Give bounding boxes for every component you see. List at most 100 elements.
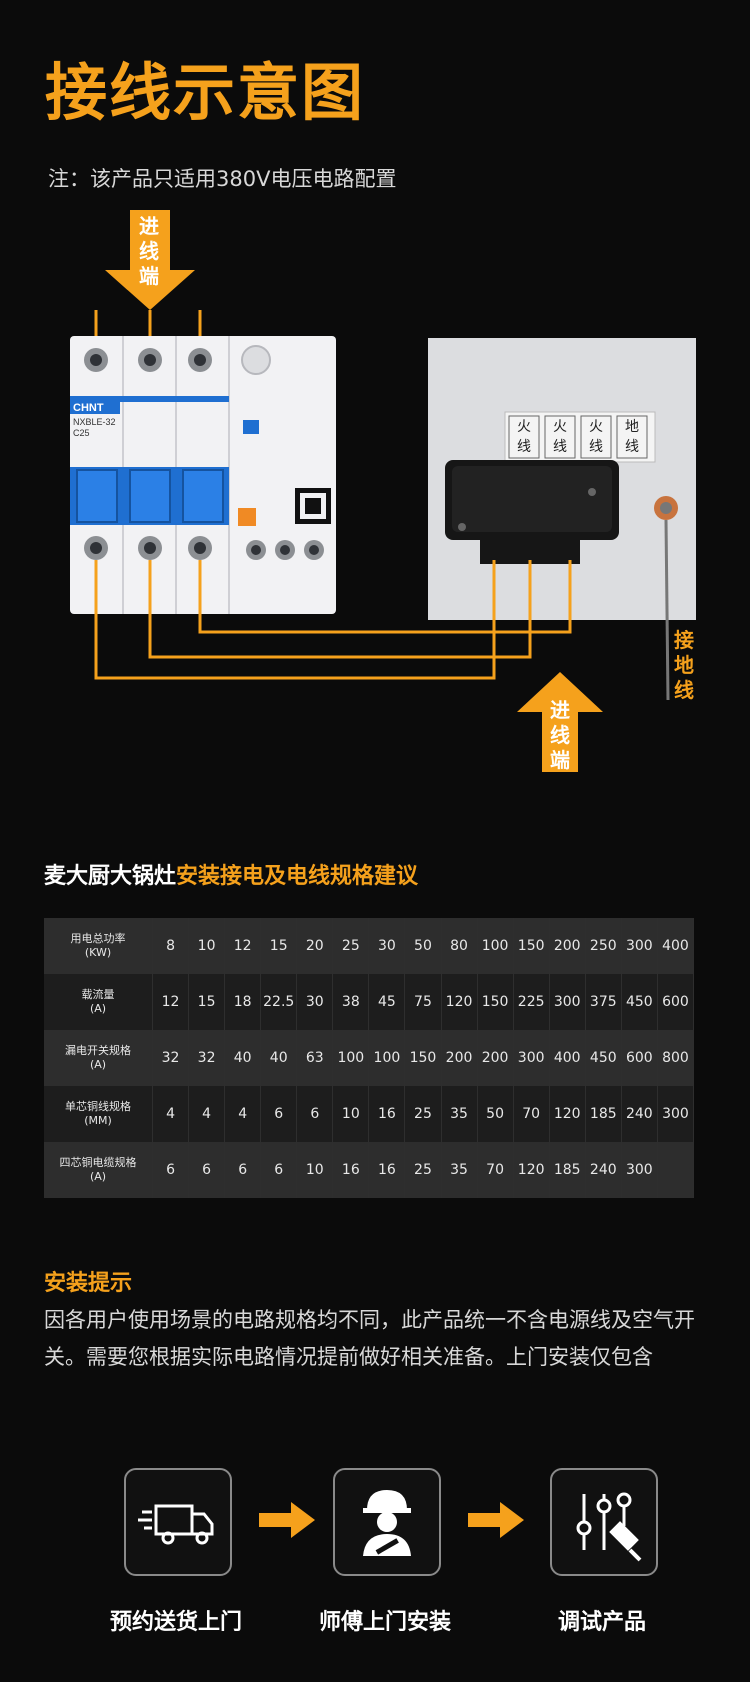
spec-cell: 4 (188, 1086, 226, 1142)
spec-cell: 400 (657, 918, 695, 974)
spec-row-label: 单芯铜线规格 (65, 1100, 131, 1113)
circuit-breaker: CHNT NXBLE-32 C25 (70, 336, 336, 614)
spec-cell: 12 (224, 918, 262, 974)
spec-cell: 120 (549, 1086, 586, 1142)
adjust-sliders-icon (576, 1492, 642, 1562)
ground-label: 接地线 (674, 628, 694, 702)
spec-row-unit: (A) (89, 1002, 107, 1015)
box-label-ground: 地线 (625, 419, 639, 455)
spec-cell: 250 (585, 918, 622, 974)
spec-cell: 300 (513, 1030, 550, 1086)
spec-cell: 15 (188, 974, 226, 1030)
spec-cell: 150 (477, 974, 514, 1030)
spec-cell: 32 (188, 1030, 226, 1086)
spec-cell: 50 (404, 918, 442, 974)
installer-worker-icon (363, 1490, 411, 1556)
spec-cell: 75 (404, 974, 442, 1030)
spec-cell: 8 (152, 918, 190, 974)
svg-text:CHNT: CHNT (73, 402, 104, 414)
spec-row-header: 用电总功率(KW) (44, 918, 153, 974)
spec-cell: 400 (549, 1030, 586, 1086)
spec-row-unit: (MM) (84, 1114, 112, 1127)
spec-cell: 70 (477, 1142, 514, 1198)
spec-cell: 6 (260, 1142, 298, 1198)
box-label-live-3: 火线 (589, 419, 603, 455)
spec-cell: 300 (549, 974, 586, 1030)
spec-cell: 100 (368, 1030, 406, 1086)
connection-wires (94, 560, 572, 680)
spec-cell: 6 (296, 1086, 334, 1142)
spec-cell: 120 (441, 974, 478, 1030)
spec-row-unit: (A) (89, 1170, 107, 1183)
spec-cell: 25 (332, 918, 370, 974)
spec-cell: 375 (585, 974, 622, 1030)
spec-cell: 35 (441, 1142, 478, 1198)
tips-text: 因各用户使用场景的电路规格均不同，此产品统一不含电源线及空气开关。需要您根据实际… (44, 1308, 695, 1369)
inlet-arrow-top (105, 210, 195, 310)
spec-title: 麦大厨大锅灶安装接电及电线规格建议 (44, 858, 418, 890)
step-install-label: 师傅上门安装 (318, 1610, 451, 1635)
step-install-box (333, 1468, 441, 1576)
spec-cell: 6 (152, 1142, 190, 1198)
spec-row-unit: (KW) (84, 946, 112, 959)
spec-row-header: 漏电开关规格(A) (44, 1030, 153, 1086)
spec-cell: 45 (368, 974, 406, 1030)
spec-row-label: 用电总功率 (70, 932, 126, 945)
spec-cell: 12 (152, 974, 190, 1030)
svg-text:C25: C25 (73, 428, 90, 438)
box-label-live-1: 火线 (517, 419, 531, 455)
inlet-arrow-bottom (517, 672, 603, 772)
step-adjust-box (550, 1468, 658, 1576)
spec-cell: 240 (621, 1086, 658, 1142)
step-delivery-box (124, 1468, 232, 1576)
spec-cell: 100 (477, 918, 514, 974)
spec-cell: 15 (260, 918, 298, 974)
spec-cell: 30 (368, 918, 406, 974)
spec-cell: 300 (621, 1142, 658, 1198)
spec-cell: 63 (296, 1030, 334, 1086)
spec-cell: 35 (441, 1086, 478, 1142)
wiring-diagram: CHNT NXBLE-32 C25 (70, 210, 696, 772)
spec-cell: 50 (477, 1086, 514, 1142)
wall-panel (428, 338, 696, 701)
spec-cell: 600 (621, 1030, 658, 1086)
spec-cell: 200 (549, 918, 586, 974)
spec-cell: 150 (404, 1030, 442, 1086)
spec-cell: 300 (657, 1086, 695, 1142)
spec-cell: 70 (513, 1086, 550, 1142)
spec-cell: 225 (513, 974, 550, 1030)
step-adjust-label: 调试产品 (557, 1610, 646, 1635)
spec-title-plain: 麦大厨大锅灶 (44, 864, 177, 889)
spec-cell: 80 (441, 918, 478, 974)
spec-row-header: 单芯铜线规格(MM) (44, 1086, 153, 1142)
spec-row-label: 载流量 (81, 988, 115, 1001)
spec-cell: 10 (296, 1142, 334, 1198)
spec-cell: 600 (657, 974, 695, 1030)
spec-cell: 30 (296, 974, 334, 1030)
spec-cell: 18 (224, 974, 262, 1030)
inlet-label-top: 进线端 (139, 214, 159, 288)
svg-text:NXBLE-32: NXBLE-32 (73, 417, 116, 427)
spec-cell: 4 (224, 1086, 262, 1142)
tips-title: 安装提示 (44, 1271, 133, 1296)
spec-cell: 10 (188, 918, 226, 974)
delivery-truck-icon (138, 1504, 214, 1545)
spec-cell: 450 (621, 974, 658, 1030)
spec-cell: 100 (332, 1030, 370, 1086)
page-title: 接线示意图 (45, 56, 366, 129)
inlet-label-bottom: 进线端 (550, 698, 570, 772)
spec-cell: 16 (332, 1142, 370, 1198)
spec-cell: 32 (152, 1030, 190, 1086)
spec-cell: 16 (368, 1086, 406, 1142)
spec-cell: 120 (513, 1142, 550, 1198)
spec-row-header: 四芯铜电缆规格(A) (44, 1142, 153, 1198)
spec-row-header: 载流量(A) (44, 974, 153, 1030)
spec-cell: 25 (404, 1086, 442, 1142)
box-label-live-2: 火线 (553, 419, 567, 455)
spec-row-label: 漏电开关规格 (65, 1044, 131, 1057)
spec-row-unit: (A) (89, 1058, 107, 1071)
spec-cell: 6 (224, 1142, 262, 1198)
